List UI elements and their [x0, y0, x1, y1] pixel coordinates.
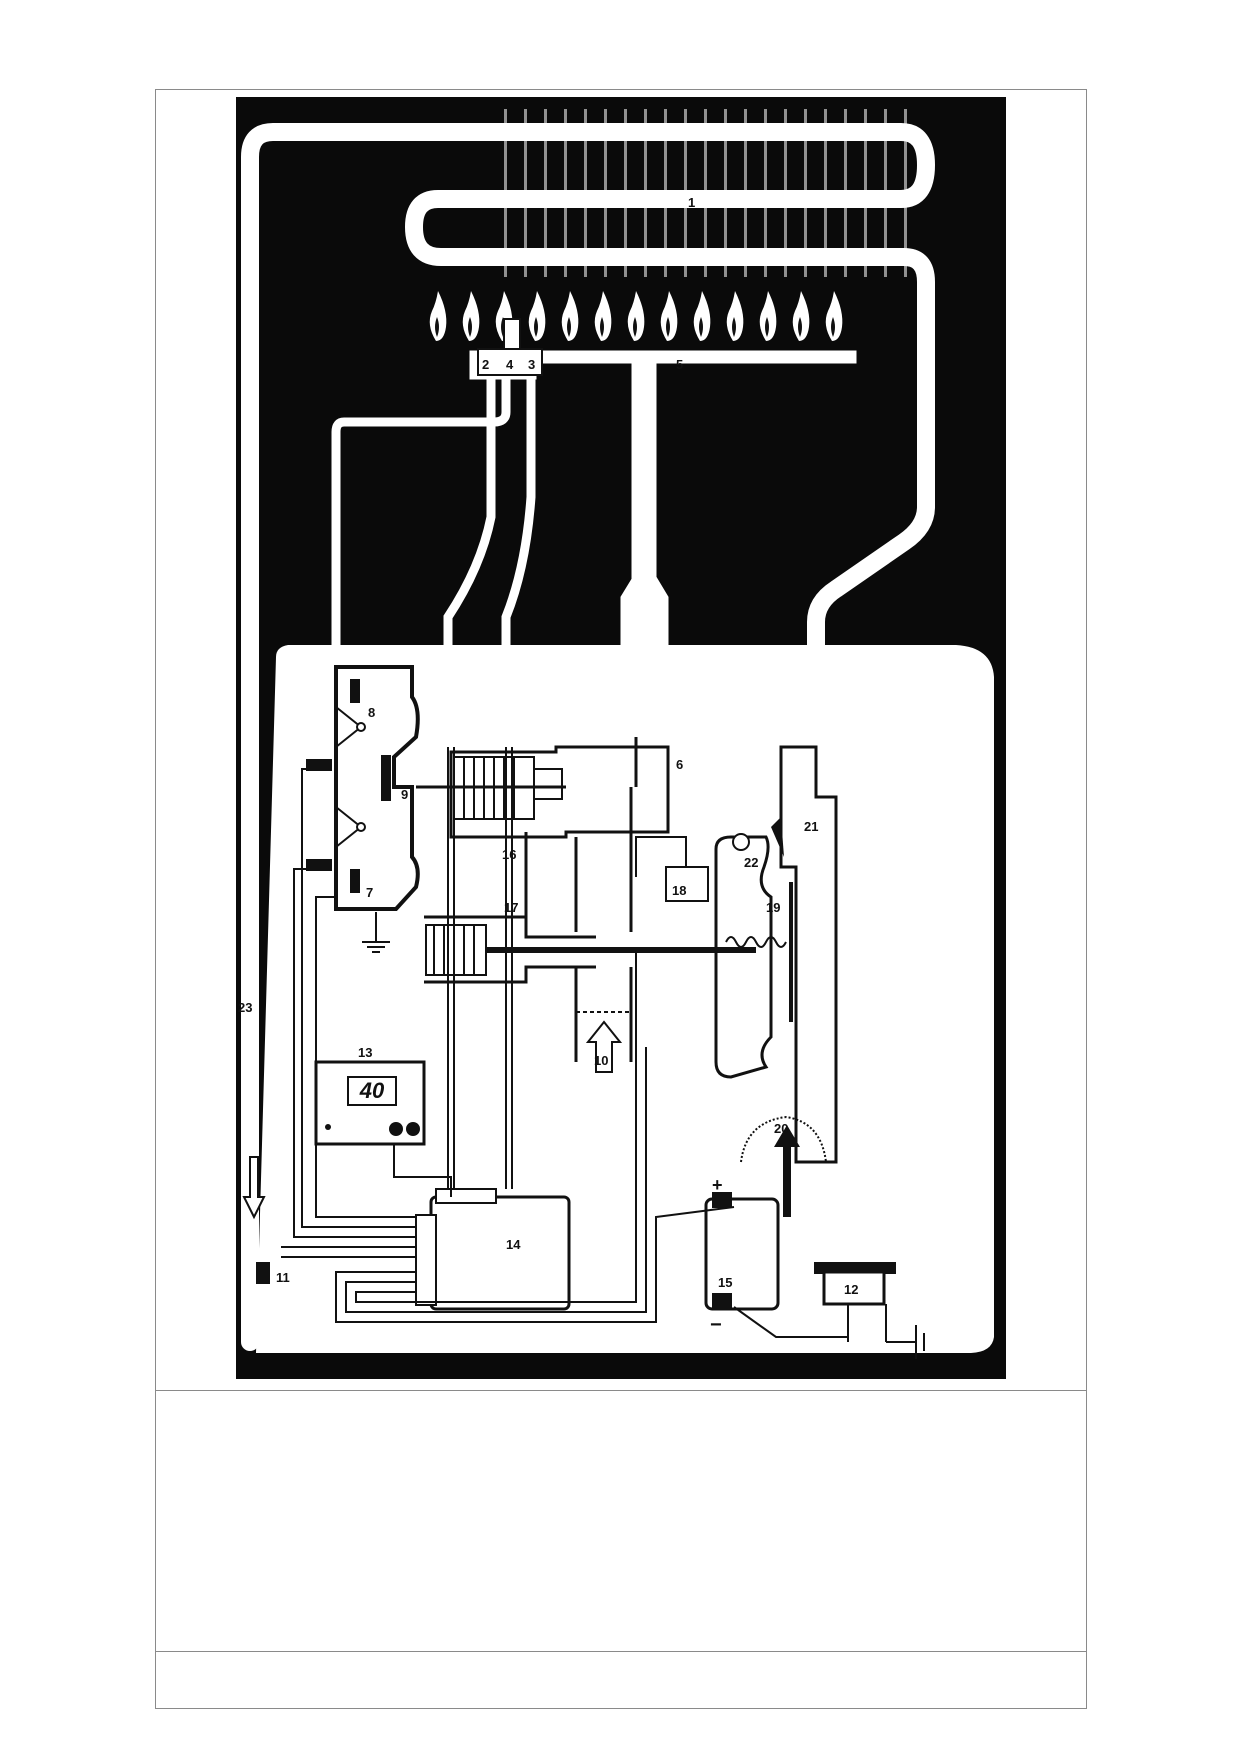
exhaust-duct	[779, 745, 838, 1164]
pilot-injector	[503, 318, 521, 350]
display-reading: 40	[359, 1078, 385, 1103]
label-19: 19	[766, 900, 780, 915]
flame	[726, 291, 744, 341]
burner-flames	[429, 291, 843, 341]
flame	[759, 291, 777, 341]
label-18: 18	[672, 883, 686, 898]
flame	[462, 291, 480, 341]
flame	[561, 291, 579, 341]
flame-core	[765, 317, 769, 337]
flame	[825, 291, 843, 341]
flame	[792, 291, 810, 341]
footer-area	[156, 1652, 1086, 1708]
page-frame	[155, 89, 1087, 1709]
flame-core	[567, 317, 571, 337]
label-4: 4	[506, 357, 514, 372]
label-3: 3	[528, 357, 535, 372]
gas-valve-assembly	[306, 665, 420, 953]
label-22: 22	[744, 855, 758, 870]
flame-core	[732, 317, 736, 337]
flame-core	[534, 317, 538, 337]
label-8: 8	[368, 705, 375, 720]
servo-valve	[424, 915, 756, 984]
flame-core	[831, 317, 835, 337]
flame-core	[666, 317, 670, 337]
flame-core	[435, 317, 439, 337]
label-20: 20	[774, 1121, 788, 1136]
switch-11	[256, 1262, 270, 1284]
label-7: 7	[366, 885, 373, 900]
caption-footer-divider	[155, 1651, 1087, 1652]
label-13: 13	[358, 1045, 372, 1060]
flame-core	[633, 317, 637, 337]
coil-fins	[490, 109, 916, 277]
diaphragm-housing	[714, 835, 773, 1079]
label-16: 16	[502, 847, 516, 862]
flame-core	[468, 317, 472, 337]
label-15: 15	[718, 1275, 732, 1290]
sensor-box-18	[665, 866, 709, 902]
ignitor-12	[814, 1262, 925, 1359]
battery-minus: −	[710, 1314, 722, 1336]
label-14: 14	[506, 1237, 521, 1252]
label-10: 10	[594, 1053, 608, 1068]
label-11: 11	[276, 1270, 290, 1285]
flame-core	[798, 317, 802, 337]
label-6: 6	[676, 757, 683, 772]
venturi-nozzle	[771, 817, 784, 857]
figure-caption-divider	[155, 1390, 1087, 1391]
flame	[594, 291, 612, 341]
water-heater-schematic: 40 + −	[236, 97, 1006, 1379]
main-valve	[416, 745, 670, 839]
flame-core	[600, 317, 604, 337]
flame	[528, 291, 546, 341]
diaphragm-spring	[725, 936, 787, 948]
label-5: 5	[676, 357, 683, 372]
label-12: 12	[844, 1282, 858, 1297]
pilot-block	[477, 348, 543, 376]
label-17: 17	[504, 900, 518, 915]
temperature-display	[347, 1076, 397, 1106]
heat-exchanger-coil	[241, 123, 936, 1351]
battery-plus: +	[712, 1175, 723, 1195]
control-board	[415, 1188, 571, 1311]
flame	[627, 291, 645, 341]
label-21: 21	[804, 819, 818, 834]
flame	[429, 291, 447, 341]
label-1: 1	[688, 195, 695, 210]
flame-core	[699, 317, 703, 337]
battery: + −	[704, 1175, 780, 1336]
outlet-arrow	[242, 1156, 266, 1220]
water-pipes	[524, 737, 638, 1062]
sensor-22	[732, 833, 750, 851]
flame	[693, 291, 711, 341]
airflow-arrow	[774, 1125, 800, 1217]
flame	[660, 291, 678, 341]
label-9: 9	[401, 787, 408, 802]
pilot-tubes	[331, 379, 536, 747]
water-inlet-arrow	[585, 1020, 623, 1073]
caption-area	[156, 1391, 1086, 1650]
label-23: 23	[238, 1000, 252, 1015]
wiring	[281, 747, 848, 1338]
label-2: 2	[482, 357, 489, 372]
control-display-unit: 40	[314, 1060, 426, 1146]
fan-hood	[740, 1115, 827, 1163]
